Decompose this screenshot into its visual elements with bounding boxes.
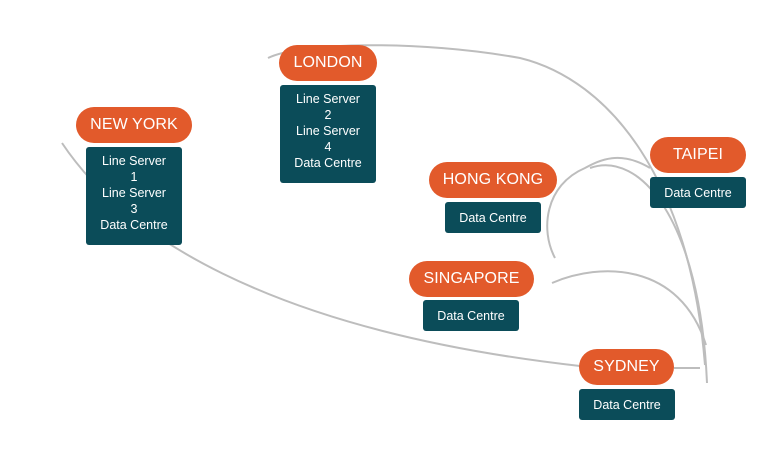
service-line: Data Centre xyxy=(459,211,527,225)
link-singapore-to-sydney xyxy=(551,270,707,346)
service-line: 4 xyxy=(324,140,332,154)
service-line: 1 xyxy=(130,170,138,184)
service-line: Line Server xyxy=(102,186,166,200)
services-box-singapore: Data Centre xyxy=(423,300,519,331)
service-line: 3 xyxy=(130,202,138,216)
service-line: Data Centre xyxy=(593,398,661,412)
service-line: Data Centre xyxy=(664,186,732,200)
services-box-hong-kong: Data Centre xyxy=(445,202,541,233)
city-label-london: LONDON xyxy=(279,45,377,81)
services-box-new-york: Line Server 1 Line Server 3 Data Centre xyxy=(86,147,182,245)
city-label-hong-kong: HONG KONG xyxy=(429,162,557,198)
services-box-taipei: Data Centre xyxy=(650,177,746,208)
city-label-sydney: SYDNEY xyxy=(579,349,674,385)
city-label-singapore: SINGAPORE xyxy=(409,261,534,297)
services-box-london: Line Server 2 Line Server 4 Data Centre xyxy=(280,85,376,183)
city-label-taipei: TAIPEI xyxy=(650,137,746,173)
link-hong-kong-to-taipei xyxy=(546,156,651,259)
service-line: Line Server xyxy=(296,92,360,106)
services-box-sydney: Data Centre xyxy=(579,389,675,420)
service-line: Data Centre xyxy=(437,309,505,323)
city-label-new-york: NEW YORK xyxy=(76,107,192,143)
service-line: Data Centre xyxy=(100,218,168,232)
service-line: Line Server xyxy=(102,154,166,168)
service-line: Data Centre xyxy=(294,156,362,170)
service-line: 2 xyxy=(324,108,332,122)
service-line: Line Server xyxy=(296,124,360,138)
